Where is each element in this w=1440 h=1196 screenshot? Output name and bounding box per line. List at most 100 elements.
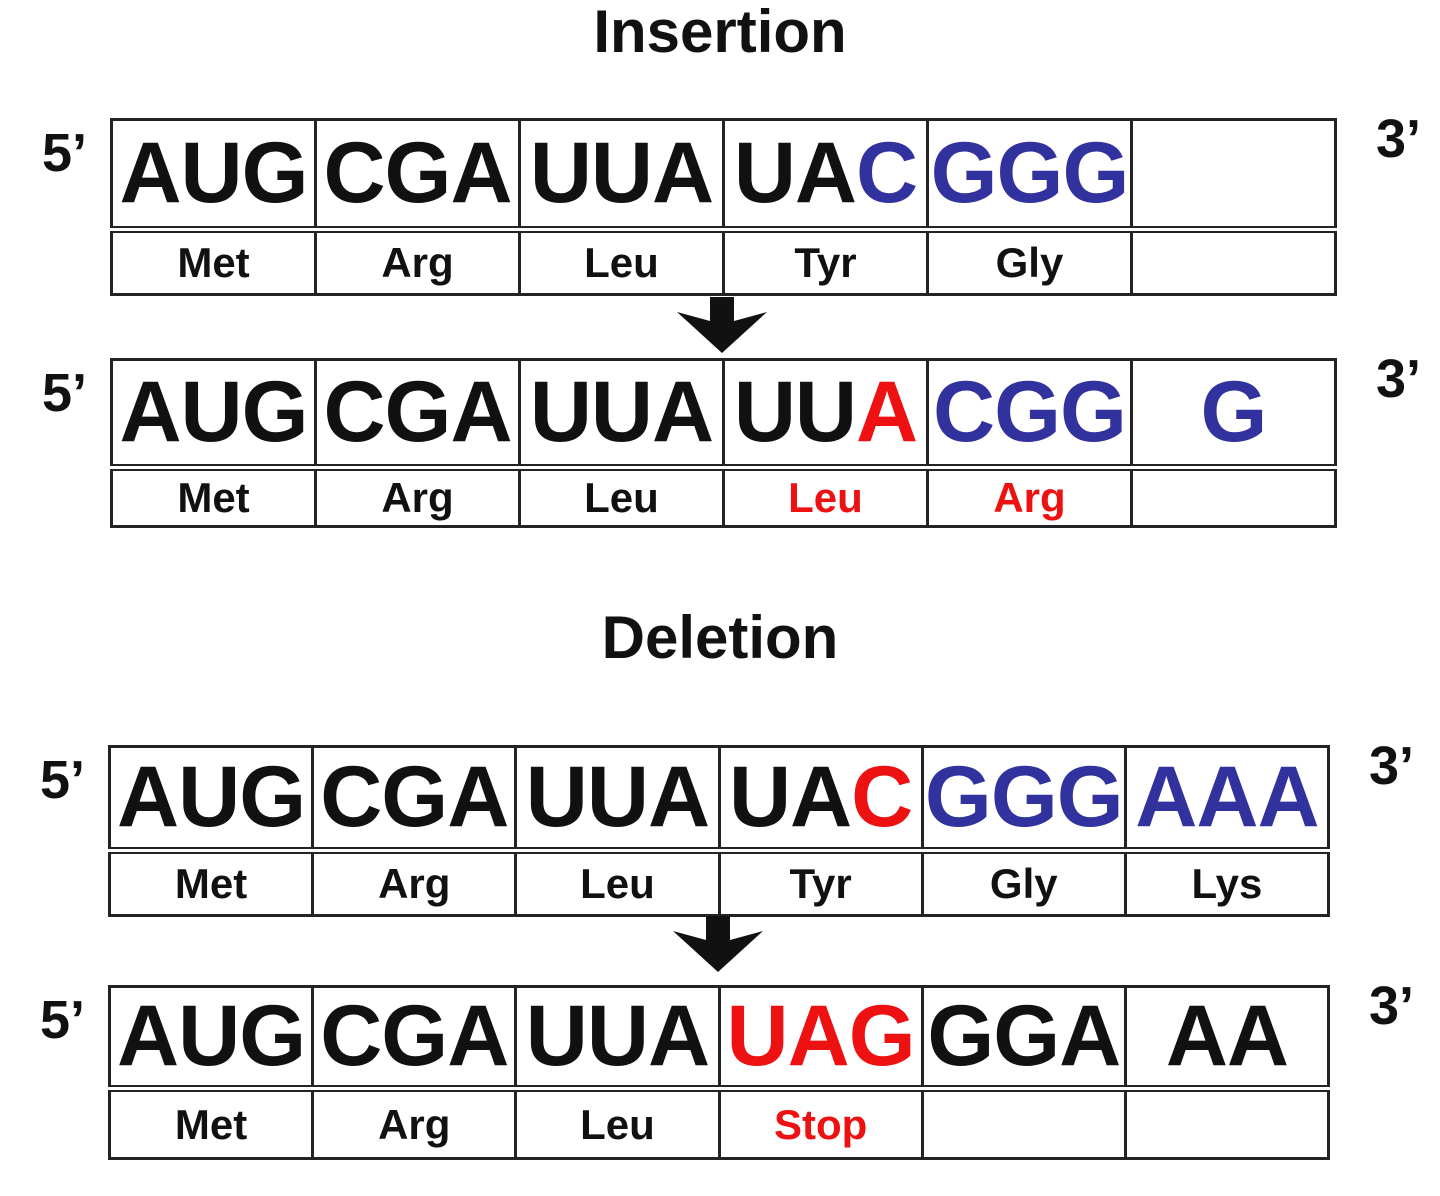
nucleotide-text: UA (733, 125, 857, 221)
amino-acid-text: Arg (381, 239, 454, 286)
amino-acid-cell: Gly (920, 854, 1124, 914)
amino-acid-text: Met (174, 860, 248, 907)
codon-cell: UUA (514, 988, 717, 1085)
nucleotide-text: AUG (119, 125, 308, 221)
codon-cell: UUA (518, 121, 722, 226)
amino-acid-cell: Leu (514, 1092, 717, 1157)
nucleotide-text: A (856, 364, 918, 460)
five-prime-label: 5’ (42, 123, 88, 183)
codon-cell: AUG (111, 748, 311, 847)
codon-cell: UUA (514, 748, 717, 847)
codon-cell: AUG (113, 121, 314, 226)
nucleotide-text: UA (728, 749, 852, 845)
amino-acid-row: Met Arg Leu Stop (108, 1090, 1330, 1160)
amino-acid-text: Leu (584, 474, 659, 521)
nucleotide-text: CGA (323, 125, 512, 221)
three-prime-label: 3’ (1375, 109, 1421, 169)
amino-acid-text: Stop (773, 1100, 868, 1148)
amino-acid-row: Met Arg Leu Leu Arg (110, 469, 1337, 528)
nucleotide-text: GGG (924, 749, 1124, 845)
amino-acid-cell: Met (113, 233, 314, 293)
codon-cell: UAG (717, 988, 921, 1085)
amino-acid-text: Leu (580, 860, 655, 907)
codon-cell: AUG (113, 361, 314, 464)
amino-acid-cell (1123, 1092, 1327, 1157)
three-prime-label: 3’ (1368, 736, 1414, 796)
insertion-section-title: Insertion (593, 0, 847, 65)
amino-acid-cell: Gly (926, 233, 1130, 293)
amino-acid-cell (1130, 233, 1334, 293)
codon-cell: GGA (920, 988, 1124, 1085)
codon-cell: CGG (926, 361, 1130, 464)
amino-acid-cell: Met (111, 854, 311, 914)
down-arrow-icon (677, 297, 767, 353)
amino-acid-text: Arg (381, 474, 454, 521)
amino-acid-cell: Arg (314, 233, 518, 293)
amino-acid-text: Arg (378, 1100, 451, 1148)
amino-acid-cell: Leu (518, 471, 722, 525)
amino-acid-cell: Lys (1123, 854, 1327, 914)
amino-acid-cell: Arg (926, 471, 1130, 525)
codon-cell: CGA (311, 988, 514, 1085)
nucleotide-text: AUG (119, 364, 308, 460)
nucleotide-text: AUG (117, 988, 306, 1084)
nucleotide-text: C (851, 749, 913, 845)
nucleotide-text: GGG (930, 125, 1130, 221)
amino-acid-text: Met (177, 474, 250, 521)
five-prime-label: 5’ (40, 750, 86, 810)
amino-acid-text: Gly (995, 239, 1064, 286)
amino-acid-cell: Met (113, 471, 314, 525)
codon-cell: CGA (314, 121, 518, 226)
amino-acid-row: Met Arg Leu Tyr Gly (110, 231, 1337, 296)
down-arrow-icon (673, 916, 763, 972)
deletion-section-title: Deletion (601, 604, 839, 671)
amino-acid-text: Tyr (789, 860, 852, 907)
amino-acid-cell: Met (111, 1092, 311, 1157)
nucleotide-text: CGA (320, 749, 509, 845)
five-prime-label: 5’ (40, 990, 86, 1050)
amino-acid-text: Leu (580, 1100, 655, 1148)
codon-cell: AAA (1123, 748, 1327, 847)
amino-acid-text: Arg (993, 474, 1066, 521)
nucleotide-text: AA (1165, 988, 1289, 1084)
codon-cell: GGG (920, 748, 1124, 847)
codon-cell: CGA (314, 361, 518, 464)
nucleotide-text: CGG (933, 364, 1127, 460)
nucleotide-text: UU (733, 364, 857, 460)
three-prime-label: 3’ (1375, 349, 1421, 409)
amino-acid-cell (1130, 471, 1334, 525)
amino-acid-text: Tyr (794, 239, 857, 286)
amino-acid-cell: Arg (314, 471, 518, 525)
amino-acid-cell: Stop (717, 1092, 921, 1157)
nucleotide-text: C (856, 125, 918, 221)
nucleotide-text: CGA (320, 988, 509, 1084)
codon-cell: G (1130, 361, 1334, 464)
amino-acid-text: Met (177, 239, 250, 286)
amino-acid-cell: Tyr (722, 233, 926, 293)
nucleotide-text: G (1200, 364, 1268, 460)
amino-acid-text: Leu (584, 239, 659, 286)
codon-cell: AA (1123, 988, 1327, 1085)
amino-acid-text: Met (174, 1100, 248, 1148)
amino-acid-cell: Tyr (717, 854, 921, 914)
nucleotide-text: UUA (529, 125, 714, 221)
amino-acid-cell (920, 1092, 1124, 1157)
nucleotide-text: UUA (529, 364, 714, 460)
amino-acid-text: Gly (989, 860, 1058, 907)
nucleotide-text: UAG (726, 988, 916, 1084)
nucleotide-text: UUA (525, 749, 710, 845)
codon-cell (1130, 121, 1334, 226)
five-prime-label: 5’ (42, 363, 88, 423)
amino-acid-text: Leu (788, 474, 863, 521)
nucleotide-text: UUA (525, 988, 710, 1084)
